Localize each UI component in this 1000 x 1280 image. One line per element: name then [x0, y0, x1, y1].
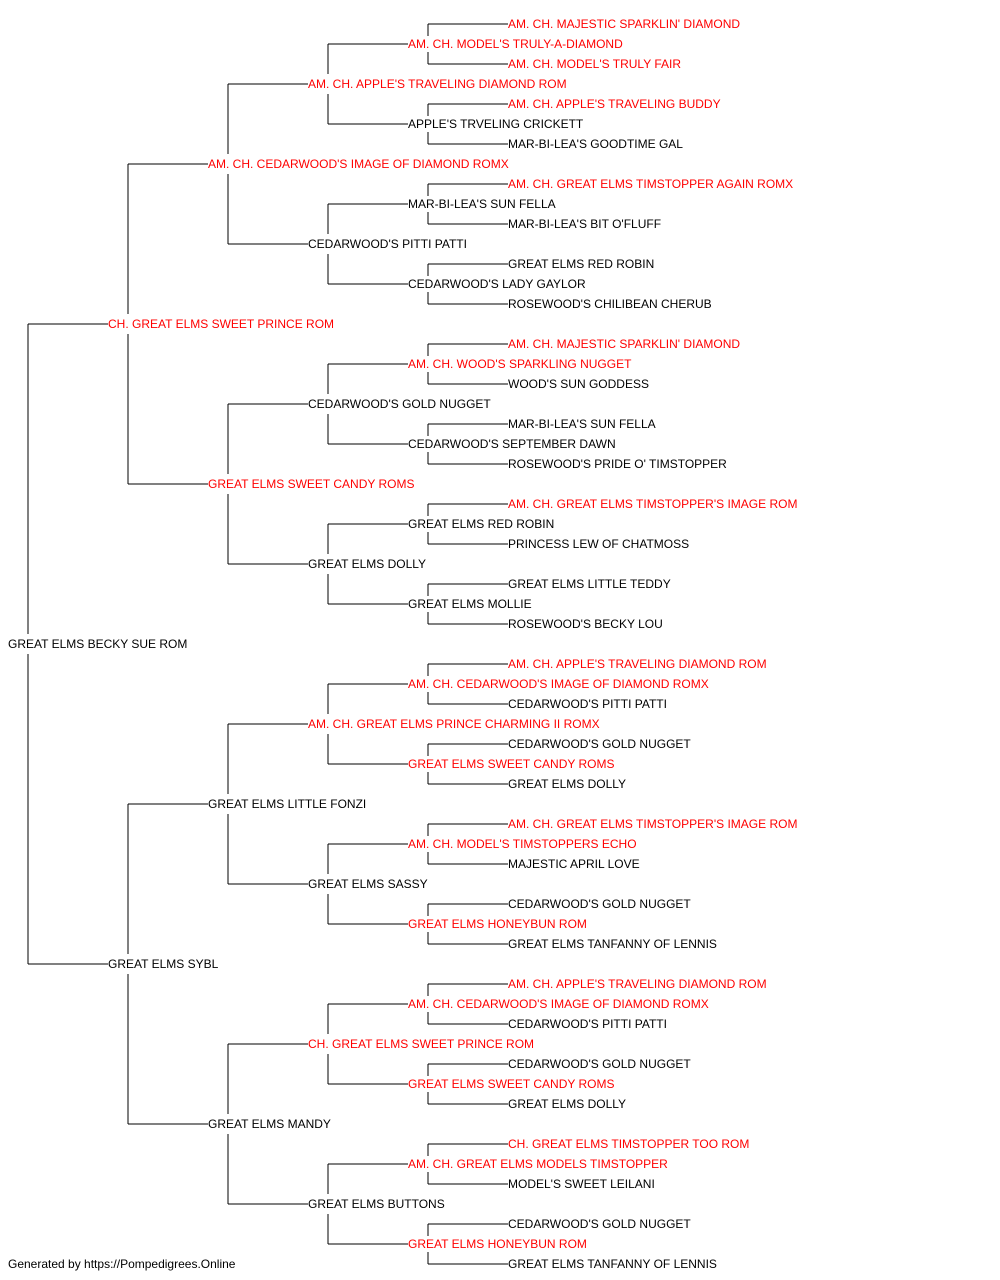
ancestor-gen2-2: GREAT ELMS SWEET CANDY ROMS: [208, 477, 414, 491]
ancestor-gen5-26: CEDARWOOD'S PITTI PATTI: [508, 1017, 667, 1031]
ancestor-gen5-17: AM. CH. APPLE'S TRAVELING DIAMOND ROM: [508, 657, 767, 671]
pedigree-labels: GREAT ELMS BECKY SUE ROM CH. GREAT ELMS S…: [8, 17, 797, 1271]
ancestor-gen5-3: AM. CH. APPLE'S TRAVELING BUDDY: [508, 97, 721, 111]
ancestor-gen4-15: AM. CH. GREAT ELMS MODELS TIMSTOPPER: [408, 1157, 668, 1171]
ancestor-gen4-14: GREAT ELMS SWEET CANDY ROMS: [408, 1077, 614, 1091]
ancestor-gen2-1: AM. CH. CEDARWOOD'S IMAGE OF DIAMOND ROM…: [208, 157, 509, 171]
pedigree-connectors: [27, 23, 508, 1265]
ancestor-gen5-5: AM. CH. GREAT ELMS TIMSTOPPER AGAIN ROMX: [508, 177, 793, 191]
ancestor-gen4-8: GREAT ELMS MOLLIE: [408, 597, 532, 611]
ancestor-gen5-11: MAR-BI-LEA'S SUN FELLA: [508, 417, 656, 431]
ancestor-gen3-7: CH. GREAT ELMS SWEET PRINCE ROM: [308, 1037, 534, 1051]
ancestor-gen5-22: MAJESTIC APRIL LOVE: [508, 857, 640, 871]
ancestor-gen3-4: GREAT ELMS DOLLY: [308, 557, 426, 571]
ancestor-gen4-2: APPLE'S TRVELING CRICKETT: [408, 117, 584, 131]
ancestor-gen5-2: AM. CH. MODEL'S TRULY FAIR: [508, 57, 681, 71]
ancestor-gen4-7: GREAT ELMS RED ROBIN: [408, 517, 554, 531]
ancestor-gen4-11: AM. CH. MODEL'S TIMSTOPPERS ECHO: [408, 837, 637, 851]
ancestor-gen5-13: AM. CH. GREAT ELMS TIMSTOPPER'S IMAGE RO…: [508, 497, 797, 511]
ancestor-gen5-19: CEDARWOOD'S GOLD NUGGET: [508, 737, 691, 751]
ancestor-gen5-30: MODEL'S SWEET LEILANI: [508, 1177, 655, 1191]
ancestor-gen4-1: AM. CH. MODEL'S TRULY-A-DIAMOND: [408, 37, 623, 51]
ancestor-gen5-4: MAR-BI-LEA'S GOODTIME GAL: [508, 137, 683, 151]
ancestor-gen5-29: CH. GREAT ELMS TIMSTOPPER TOO ROM: [508, 1137, 749, 1151]
ancestor-gen5-23: CEDARWOOD'S GOLD NUGGET: [508, 897, 691, 911]
ancestor-gen5-27: CEDARWOOD'S GOLD NUGGET: [508, 1057, 691, 1071]
ancestor-gen5-24: GREAT ELMS TANFANNY OF LENNIS: [508, 937, 717, 951]
subject-name: GREAT ELMS BECKY SUE ROM: [8, 637, 187, 651]
ancestor-gen5-31: CEDARWOOD'S GOLD NUGGET: [508, 1217, 691, 1231]
ancestor-gen1-1: CH. GREAT ELMS SWEET PRINCE ROM: [108, 317, 334, 331]
ancestor-gen5-15: GREAT ELMS LITTLE TEDDY: [508, 577, 671, 591]
ancestor-gen5-32: GREAT ELMS TANFANNY OF LENNIS: [508, 1257, 717, 1271]
ancestor-gen4-12: GREAT ELMS HONEYBUN ROM: [408, 917, 587, 931]
ancestor-gen2-3: GREAT ELMS LITTLE FONZI: [208, 797, 366, 811]
ancestor-gen5-1: AM. CH. MAJESTIC SPARKLIN' DIAMOND: [508, 17, 740, 31]
ancestor-gen4-9: AM. CH. CEDARWOOD'S IMAGE OF DIAMOND ROM…: [408, 677, 709, 691]
ancestor-gen4-10: GREAT ELMS SWEET CANDY ROMS: [408, 757, 614, 771]
ancestor-gen4-3: MAR-BI-LEA'S SUN FELLA: [408, 197, 556, 211]
ancestor-gen5-7: GREAT ELMS RED ROBIN: [508, 257, 654, 271]
ancestor-gen3-1: AM. CH. APPLE'S TRAVELING DIAMOND ROM: [308, 77, 567, 91]
ancestor-gen5-16: ROSEWOOD'S BECKY LOU: [508, 617, 663, 631]
ancestor-gen5-6: MAR-BI-LEA'S BIT O'FLUFF: [508, 217, 661, 231]
ancestor-gen5-28: GREAT ELMS DOLLY: [508, 1097, 626, 1111]
ancestor-gen4-4: CEDARWOOD'S LADY GAYLOR: [408, 277, 586, 291]
ancestor-gen5-25: AM. CH. APPLE'S TRAVELING DIAMOND ROM: [508, 977, 767, 991]
ancestor-gen5-20: GREAT ELMS DOLLY: [508, 777, 626, 791]
ancestor-gen4-13: AM. CH. CEDARWOOD'S IMAGE OF DIAMOND ROM…: [408, 997, 709, 1011]
ancestor-gen5-9: AM. CH. MAJESTIC SPARKLIN' DIAMOND: [508, 337, 740, 351]
ancestor-gen5-14: PRINCESS LEW OF CHATMOSS: [508, 537, 689, 551]
ancestor-gen4-5: AM. CH. WOOD'S SPARKLING NUGGET: [408, 357, 632, 371]
ancestor-gen5-18: CEDARWOOD'S PITTI PATTI: [508, 697, 667, 711]
ancestor-gen4-16: GREAT ELMS HONEYBUN ROM: [408, 1237, 587, 1251]
ancestor-gen3-2: CEDARWOOD'S PITTI PATTI: [308, 237, 467, 251]
ancestor-gen5-8: ROSEWOOD'S CHILIBEAN CHERUB: [508, 297, 712, 311]
footer-credit: Generated by https://Pompedigrees.Online: [8, 1257, 236, 1271]
ancestor-gen2-4: GREAT ELMS MANDY: [208, 1117, 331, 1131]
ancestor-gen4-6: CEDARWOOD'S SEPTEMBER DAWN: [408, 437, 616, 451]
ancestor-gen5-12: ROSEWOOD'S PRIDE O' TIMSTOPPER: [508, 457, 727, 471]
ancestor-gen3-5: AM. CH. GREAT ELMS PRINCE CHARMING II RO…: [308, 717, 600, 731]
ancestor-gen5-10: WOOD'S SUN GODDESS: [508, 377, 649, 391]
ancestor-gen3-8: GREAT ELMS BUTTONS: [308, 1197, 445, 1211]
ancestor-gen3-6: GREAT ELMS SASSY: [308, 877, 428, 891]
ancestor-gen3-3: CEDARWOOD'S GOLD NUGGET: [308, 397, 491, 411]
ancestor-gen1-2: GREAT ELMS SYBL: [108, 957, 219, 971]
ancestor-gen5-21: AM. CH. GREAT ELMS TIMSTOPPER'S IMAGE RO…: [508, 817, 797, 831]
